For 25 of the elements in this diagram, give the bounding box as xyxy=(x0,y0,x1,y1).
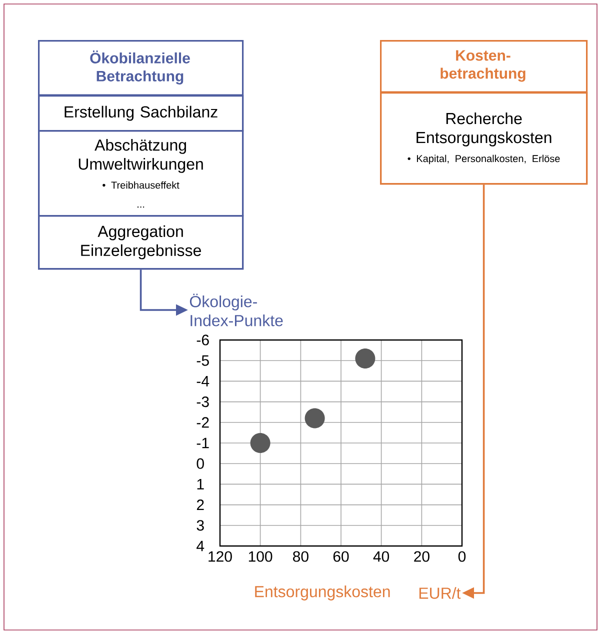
tick-label: -6 xyxy=(196,334,209,346)
tick-label: -4 xyxy=(196,376,210,386)
tick-label: 120 xyxy=(208,551,232,562)
tick-label: 1 xyxy=(197,479,204,490)
tick-label: 60 xyxy=(333,551,349,562)
tick-label: 80 xyxy=(293,551,308,562)
tick-label: 20 xyxy=(414,551,430,562)
axis-title: Ökologie- Index-Punkte xyxy=(190,294,283,326)
tick-label: 100 xyxy=(248,551,272,562)
tick-label: -2 xyxy=(196,417,209,428)
tick-label: 3 xyxy=(196,520,204,531)
step-box: Recherche Entsorgungskosten • Kapital, Personalkosten, Erlöse xyxy=(380,92,588,185)
step-box: Erstellung Sachbilanz xyxy=(38,95,244,132)
tick-label: 0 xyxy=(458,551,466,562)
step-box: Aggregation Einzelergebnisse xyxy=(38,215,244,270)
tick-label: 40 xyxy=(373,551,390,562)
axis-title: EUR/t xyxy=(419,587,461,599)
tick-label: 0 xyxy=(196,458,204,469)
tick-label: 2 xyxy=(196,500,204,510)
tick-label: -1 xyxy=(196,438,209,448)
axis-title: Entsorgungskosten xyxy=(255,586,390,600)
tick-label: -5 xyxy=(196,355,209,366)
tick-label: -3 xyxy=(196,396,209,408)
tick-label: 4 xyxy=(196,540,204,552)
step-box: Abschätzung Umweltwirkungen • Treibhauseffekt ... xyxy=(38,130,244,217)
